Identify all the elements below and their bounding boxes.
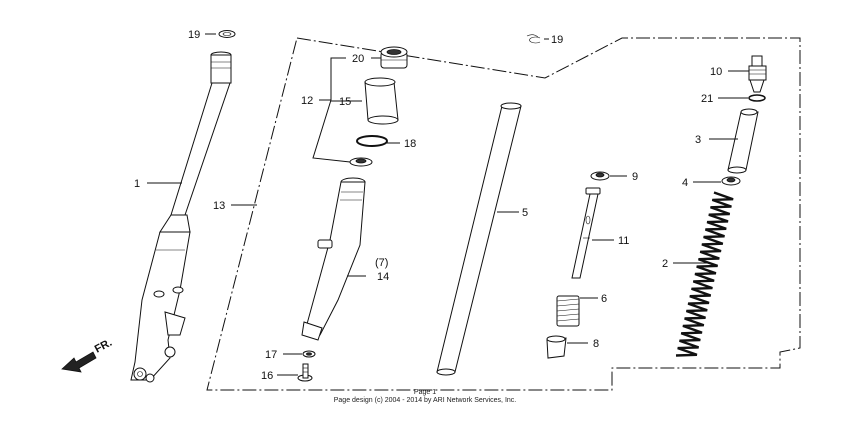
callout-12: 12 <box>301 95 313 107</box>
clip-19-center-part <box>526 34 541 44</box>
oil-lock-piece-8-part <box>546 335 567 359</box>
fork-tube-5-part <box>436 102 522 376</box>
snap-ring-18-part <box>356 135 388 147</box>
rebound-spring-6-part <box>556 295 580 327</box>
callout-14: 14 <box>377 271 389 283</box>
o-ring-21-part <box>748 94 766 102</box>
callout-15: 15 <box>339 96 351 108</box>
collar-3-part <box>727 108 759 174</box>
damper-rod-11-part <box>571 187 601 279</box>
callout-17: 17 <box>265 349 277 361</box>
callout-19-left: 19 <box>188 29 200 41</box>
front-direction-arrow: FR. <box>61 337 114 373</box>
callout-5: 5 <box>522 207 528 219</box>
callout-19-center: 19 <box>551 34 563 46</box>
fork-slider-14-part <box>301 177 366 341</box>
fork-bolt-10-part <box>748 55 767 93</box>
callout-16: 16 <box>261 370 273 382</box>
washer-4-part <box>721 176 741 186</box>
footer-page-number: Page 1 <box>414 389 436 396</box>
fork-spring-2-part <box>675 191 734 357</box>
front-direction-label: FR. <box>93 337 114 356</box>
callout-labels: 1 19 13 12 20 15 18 (7) 14 17 16 5 19 9 … <box>134 29 722 382</box>
callout-6: 6 <box>601 293 607 305</box>
callout-7: (7) <box>375 257 388 269</box>
callout-2: 2 <box>662 258 668 270</box>
washer-12-part <box>349 157 373 167</box>
leader-lines <box>147 33 749 376</box>
callout-1: 1 <box>134 178 140 190</box>
callout-4: 4 <box>682 177 688 189</box>
callout-10: 10 <box>710 66 722 78</box>
callout-11: 11 <box>618 235 629 247</box>
oil-seal-20-part <box>380 46 408 69</box>
callout-20: 20 <box>352 53 364 65</box>
callout-3: 3 <box>695 134 701 146</box>
washer-17-part <box>302 350 316 358</box>
callout-13: 13 <box>213 200 225 212</box>
bushing-15-part <box>364 77 399 125</box>
ring-19-left-part <box>218 30 236 38</box>
assembly-boundary-line <box>206 37 801 391</box>
footer-copyright: Page design (c) 2004 - 2014 by ARI Netwo… <box>334 397 517 404</box>
callout-8: 8 <box>593 338 599 350</box>
fork-leg-assembly-part <box>130 51 232 383</box>
callout-9: 9 <box>632 171 638 183</box>
callout-18: 18 <box>404 138 416 150</box>
ring-9-part <box>590 171 610 181</box>
bolt-16-part <box>297 363 313 382</box>
callout-21: 21 <box>701 93 713 105</box>
footer: Page 1 Page design (c) 2004 - 2014 by AR… <box>334 389 517 404</box>
